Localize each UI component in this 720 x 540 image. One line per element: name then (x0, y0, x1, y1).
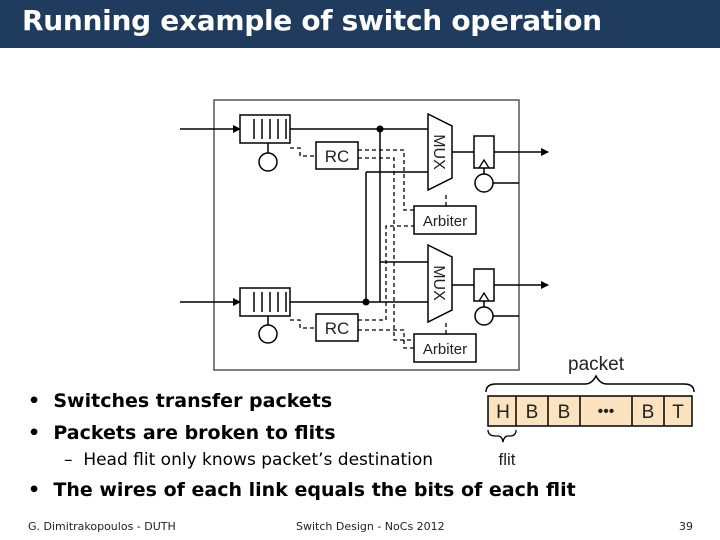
sub-bullet-item-1: – Head flit only knows packet’s destinat… (64, 450, 434, 470)
rc-label-1: RC (325, 147, 350, 166)
switch-boundary (213, 99, 520, 371)
arbiter-2: Arbiter (413, 333, 477, 363)
flit-ellipsis: ••• (598, 403, 615, 420)
control-wires (290, 147, 447, 349)
bullet-item-1: • Switches transfer packets (28, 390, 333, 412)
flit-b2: B (558, 402, 571, 423)
flit-h: H (496, 402, 510, 423)
output-register-1 (473, 135, 495, 169)
slide-title: Running example of switch operation (22, 4, 602, 37)
credit-counter-2 (258, 324, 278, 344)
route-computation-1 (315, 141, 359, 170)
input-buffer-2 (239, 287, 291, 317)
footer-course: Switch Design - NoCs 2012 (296, 520, 445, 533)
output-port-2 (452, 268, 549, 326)
arbiter-1: Arbiter (413, 205, 477, 235)
output-credit-1 (474, 173, 494, 193)
output-port-1 (452, 135, 549, 193)
output-credit-2 (474, 306, 494, 326)
title-bar (0, 0, 720, 48)
mux-label-1: MUX (430, 134, 447, 170)
bullet-text-3: The wires of each link equals the bits o… (53, 479, 576, 501)
bullet-text-2: Packets are broken to flits (53, 422, 336, 444)
sub-bullet-text-1: Head flit only knows packet’s destinatio… (83, 450, 434, 470)
mux-1: MUX (427, 112, 453, 192)
credit-counter-1 (258, 152, 278, 172)
input-port-2: RC (180, 171, 428, 344)
footer-page-number: 39 (679, 520, 693, 533)
flit-t: T (672, 402, 684, 423)
footer-author: G. Dimitrakopoulos - DUTH (28, 520, 176, 533)
packet-box (487, 395, 693, 427)
arbiter-label-1: Arbiter (423, 213, 467, 230)
flit-b3: B (642, 402, 655, 423)
bullet-item-3: • The wires of each link equals the bits… (28, 479, 576, 501)
bullet-item-2: • Packets are broken to flits (28, 422, 336, 444)
packet-label: packet (568, 354, 625, 375)
route-computation-2 (315, 313, 359, 342)
output-register-2 (473, 268, 495, 302)
rc-label-2: RC (325, 319, 350, 338)
flit-brace (487, 429, 517, 443)
packet-brace (485, 374, 695, 393)
input-buffer-1 (239, 114, 291, 144)
input-port-1: RC (180, 114, 428, 302)
arbiter-label-2: Arbiter (423, 341, 467, 358)
bullet-text-1: Switches transfer packets (53, 390, 333, 412)
packet-illustration: packet H B B ••• B T flit (485, 354, 695, 469)
flit-label: flit (499, 450, 516, 469)
mux-2: MUX (427, 243, 453, 324)
mux-label-2: MUX (430, 265, 447, 301)
flit-b1: B (526, 402, 539, 423)
